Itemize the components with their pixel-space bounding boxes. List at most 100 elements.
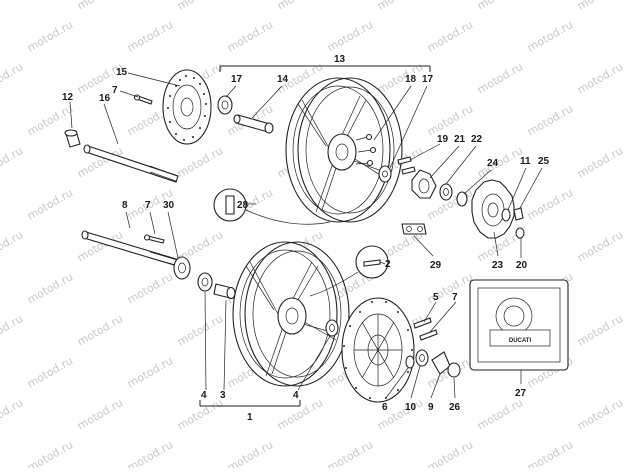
callout-labels: 13 15 7 12 16 17 14 18 17 19 21 22 24 11… xyxy=(62,54,550,423)
watermark-text: motod.ru xyxy=(175,144,225,180)
front-washer xyxy=(405,355,415,369)
callout-23: 23 xyxy=(492,260,504,271)
watermark-text: motod.ru xyxy=(575,396,625,432)
watermark-text: motod.ru xyxy=(425,102,475,138)
watermark-text: motod.ru xyxy=(325,438,375,468)
tool-panel-label: DUCATI xyxy=(509,338,532,344)
watermark-text: motod.ru xyxy=(25,186,75,222)
callout-4-left: 4 xyxy=(201,390,207,401)
callout-25: 25 xyxy=(538,156,550,167)
sprocket-flange-bolts xyxy=(397,156,416,175)
watermark-text: motod.ru xyxy=(0,312,25,348)
watermark-text: motod.ru xyxy=(75,312,125,348)
watermark-text: motod.ru xyxy=(25,270,75,306)
callout-10: 10 xyxy=(405,402,417,413)
watermark-text: motod.ru xyxy=(575,228,625,264)
front-disc-screw xyxy=(419,329,438,341)
rear-brake-disc xyxy=(162,69,212,145)
callout-16: 16 xyxy=(99,93,111,104)
callout-12: 12 xyxy=(62,92,74,103)
callout-3: 3 xyxy=(220,390,226,401)
callout-17-left: 17 xyxy=(231,74,243,85)
disc-screw-rear xyxy=(133,94,153,105)
callout-9: 9 xyxy=(428,402,434,413)
axle-clamp-screw xyxy=(143,234,165,244)
callout-21: 21 xyxy=(454,134,466,145)
watermark-text: motod.ru xyxy=(325,18,375,54)
callout-15: 15 xyxy=(116,67,128,78)
callout-17-right: 17 xyxy=(422,74,434,85)
callout-6: 6 xyxy=(382,402,388,413)
callout-19: 19 xyxy=(437,134,449,145)
watermark-text: motod.ru xyxy=(225,438,275,468)
rear-wheel-rim xyxy=(285,77,403,223)
front-disc-bolt xyxy=(413,317,432,329)
group-bracket-13 xyxy=(219,65,431,72)
watermark-text: motod.ru xyxy=(125,18,175,54)
callout-27: 27 xyxy=(515,388,527,399)
axle-spacer-front xyxy=(173,256,191,280)
watermark-text: motod.ru xyxy=(425,438,475,468)
sprocket-washer xyxy=(501,208,511,222)
callout-24: 24 xyxy=(487,158,499,169)
callout-11: 11 xyxy=(520,156,531,167)
chain-master-link xyxy=(401,223,427,235)
watermark-text: motod.ru xyxy=(75,60,125,96)
watermark-text: motod.ru xyxy=(425,18,475,54)
flange-spacer xyxy=(456,191,468,207)
watermark-text: motod.ru xyxy=(125,270,175,306)
watermark-text: motod.ru xyxy=(375,0,425,13)
watermark-text: motod.ru xyxy=(525,186,575,222)
watermark-text: motod.ru xyxy=(125,354,175,390)
callout-26: 26 xyxy=(449,402,461,413)
callout-28: 28 xyxy=(237,200,249,211)
callout-30: 30 xyxy=(163,200,175,211)
watermark-text: motod.ru xyxy=(475,144,525,180)
callout-5: 5 xyxy=(433,292,439,303)
front-hub-spacer xyxy=(213,283,236,300)
callout-20: 20 xyxy=(516,260,528,271)
watermark-text: motod.ru xyxy=(575,60,625,96)
leader-lines xyxy=(69,72,543,399)
watermark-text: motod.ru xyxy=(575,312,625,348)
callout-22: 22 xyxy=(471,134,483,145)
watermark-text: motod.ru xyxy=(575,144,625,180)
callout-7-front-axle: 7 xyxy=(145,200,151,211)
sprocket-nut xyxy=(513,207,524,221)
watermark-text: motod.ru xyxy=(175,0,225,13)
front-wheel-rim xyxy=(232,241,350,387)
front-bearing-left xyxy=(197,272,213,292)
watermark-text: motod.ru xyxy=(575,0,625,13)
callout-14: 14 xyxy=(277,74,289,85)
watermark-text: motod.ru xyxy=(25,354,75,390)
rear-hub-studs xyxy=(355,133,377,167)
tool-panel: DUCATI xyxy=(469,279,569,371)
watermark-text: motod.ru xyxy=(75,396,125,432)
watermark-text: motod.ru xyxy=(25,438,75,468)
watermark-text: motod.ru xyxy=(475,396,525,432)
callout-4-right: 4 xyxy=(293,390,299,401)
watermark-text: motod.ru xyxy=(475,60,525,96)
rear-bearing-right xyxy=(378,165,392,183)
rear-spacer xyxy=(233,114,274,134)
watermark-text: motod.ru xyxy=(0,144,25,180)
group-bracket-1 xyxy=(199,400,301,407)
watermark-text: motod.ru xyxy=(125,438,175,468)
sprocket-stud-nut xyxy=(515,227,525,239)
flange-bearing xyxy=(439,183,453,201)
front-bearing-right xyxy=(325,319,339,337)
rear-bushing xyxy=(64,129,81,148)
watermark-text: motod.ru xyxy=(525,102,575,138)
callout-2: 2 xyxy=(385,259,391,270)
watermark-text: motod.ru xyxy=(475,0,525,13)
cush-drive-inset xyxy=(213,188,331,225)
rear-bearing-left xyxy=(217,95,233,115)
watermark-text: motod.ru xyxy=(525,438,575,468)
callout-29: 29 xyxy=(430,260,442,271)
watermark-text: motod.ru xyxy=(525,18,575,54)
front-brake-disc xyxy=(341,297,415,403)
callout-18: 18 xyxy=(405,74,417,85)
valve-inset xyxy=(309,245,389,297)
watermark-text: motod.ru xyxy=(0,60,25,96)
